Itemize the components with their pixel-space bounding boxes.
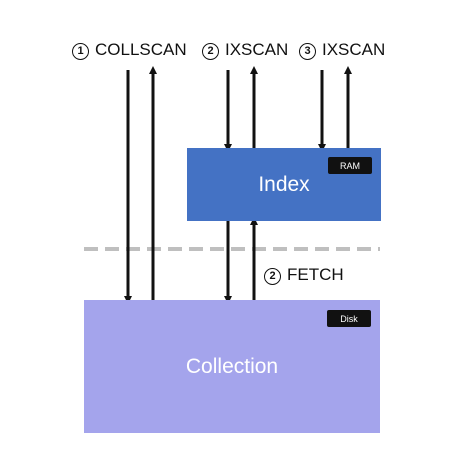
disk-badge: Disk [327,310,371,327]
collscan-label: 1 COLLSCAN [72,40,187,60]
collection-title: Collection [185,354,279,378]
ixscan-2-text: IXSCAN [225,40,289,59]
collection-box: Collection Disk [84,300,380,433]
collscan-text: COLLSCAN [95,40,187,59]
step-number-badge: 2 [202,43,219,60]
ram-badge: RAM [328,157,372,174]
ixscan-3-text: IXSCAN [322,40,386,59]
step-number-badge: 2 [264,268,281,285]
index-title: Index [258,172,310,196]
step-number-badge: 1 [72,43,89,60]
ixscan-3-label: 3 IXSCAN [299,40,385,60]
ixscan-2-label: 2 IXSCAN [202,40,288,60]
fetch-label: 2 FETCH [264,265,344,285]
index-box: Index RAM [187,148,381,221]
step-number-badge: 3 [299,43,316,60]
fetch-text: FETCH [287,265,344,284]
